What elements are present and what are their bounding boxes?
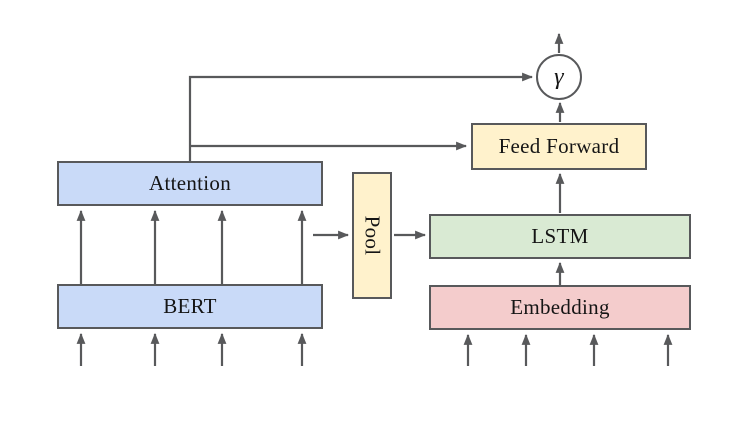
bert-label: BERT [163, 294, 217, 318]
node-feed-forward: Feed Forward [471, 123, 647, 170]
node-bert: BERT [57, 284, 323, 329]
lstm-label: LSTM [531, 224, 589, 248]
pool-label: Pool [360, 215, 385, 256]
attention-label: Attention [148, 171, 232, 195]
node-attention: Attention [57, 161, 323, 206]
feed-forward-label: Feed Forward [498, 134, 620, 158]
node-lstm: LSTM [429, 214, 691, 259]
embedding-label: Embedding [510, 295, 610, 319]
gamma-label: γ [554, 63, 564, 90]
node-pool: Pool [352, 172, 392, 299]
arrow-attention-gamma [188, 72, 534, 161]
node-embedding: Embedding [429, 285, 691, 330]
node-gamma: γ [536, 54, 582, 100]
